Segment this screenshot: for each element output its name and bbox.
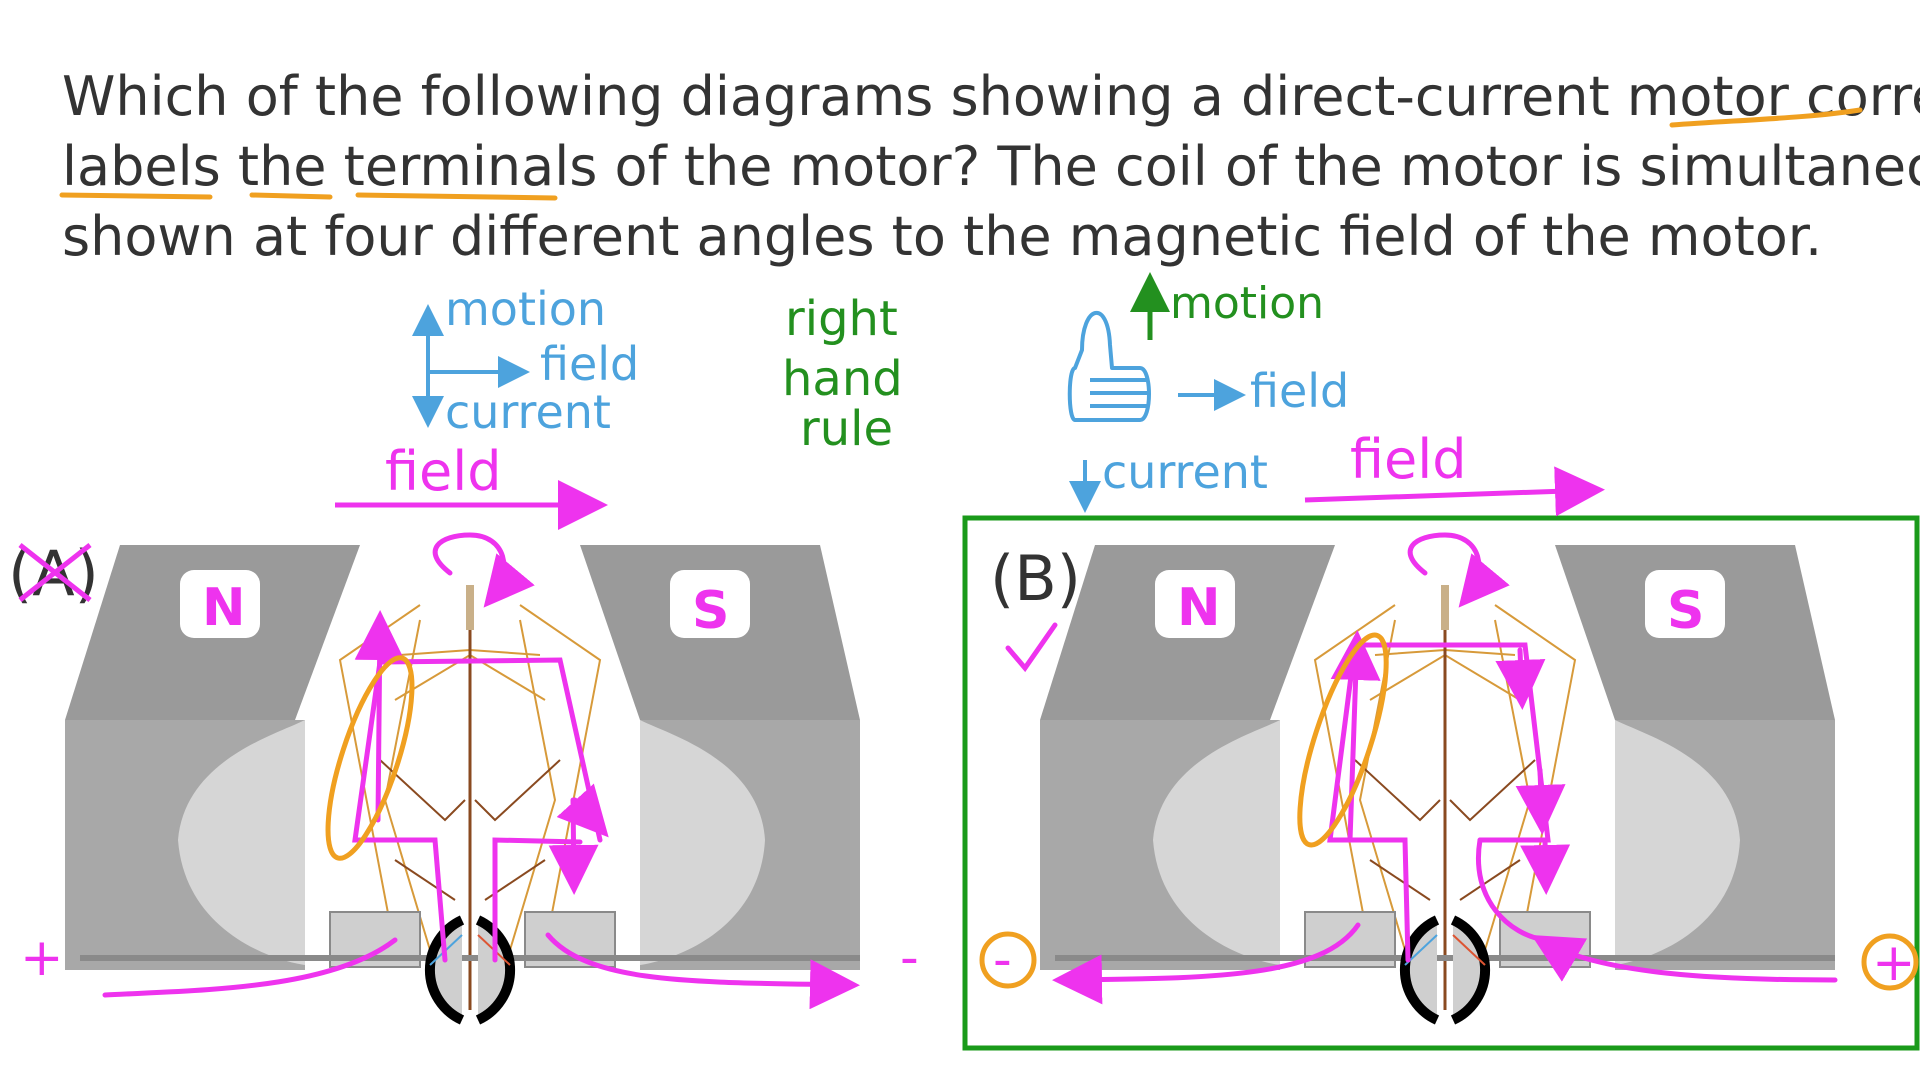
diagram-b-field-label: field <box>1350 428 1467 491</box>
question-line-1: Which of the following diagrams showing … <box>62 65 1920 128</box>
diagram-a-south: S <box>692 581 729 641</box>
question-line-2: labels the terminals of the motor? The c… <box>62 135 1920 198</box>
diagram-a-right-terminal: - <box>900 928 919 988</box>
diagram-a-cross-icon <box>18 543 92 602</box>
rule-key-field: field <box>540 337 639 391</box>
thumb-key-motion: motion <box>1170 278 1324 329</box>
question-line-3: shown at four different angles to the ma… <box>62 205 1822 268</box>
diagram-b-check-icon <box>1005 622 1058 673</box>
thumb-key: motion field current <box>1067 272 1349 513</box>
thumb-key-current: current <box>1102 445 1268 499</box>
diagram-a-current-path <box>102 532 860 1010</box>
rule-word-1: right <box>785 291 898 347</box>
diagram-b-frame <box>962 515 1920 1051</box>
thumbs-up-hand-icon <box>1067 310 1151 422</box>
diagram-b-right-terminal-circle <box>1861 933 1919 991</box>
diagram-b-north: N <box>1177 578 1221 638</box>
diagram-b[interactable]: field N S (B) - + <box>962 428 1920 1051</box>
right-hand-rule-label: right hand rule <box>782 291 903 457</box>
diagram-b-current-path <box>1052 532 1838 1005</box>
rule-word-2: hand <box>782 351 903 407</box>
thumb-key-field: field <box>1250 364 1349 418</box>
diagram-b-left-terminal-circle <box>979 931 1037 989</box>
diagram-a-highlight <box>325 655 415 861</box>
rule-word-3: rule <box>800 401 893 457</box>
diagram-a-north: N <box>202 578 246 638</box>
rule-key: motion field current <box>412 282 639 439</box>
rule-key-motion: motion <box>445 282 606 336</box>
diagram-a-left-terminal: + <box>20 928 64 988</box>
diagram-b-highlight <box>1297 632 1389 848</box>
rule-key-current: current <box>445 385 611 439</box>
keyword-underlines <box>59 107 1863 201</box>
diagram-a-field-label: field <box>385 440 502 503</box>
diagram-a[interactable]: field N S (A) + - <box>8 440 919 1020</box>
diagram-b-label: (B) <box>990 542 1081 615</box>
diagram-b-south: S <box>1667 581 1704 641</box>
diagram-b-right-terminal: + <box>1872 933 1916 993</box>
diagram-b-left-terminal: - <box>993 930 1012 990</box>
